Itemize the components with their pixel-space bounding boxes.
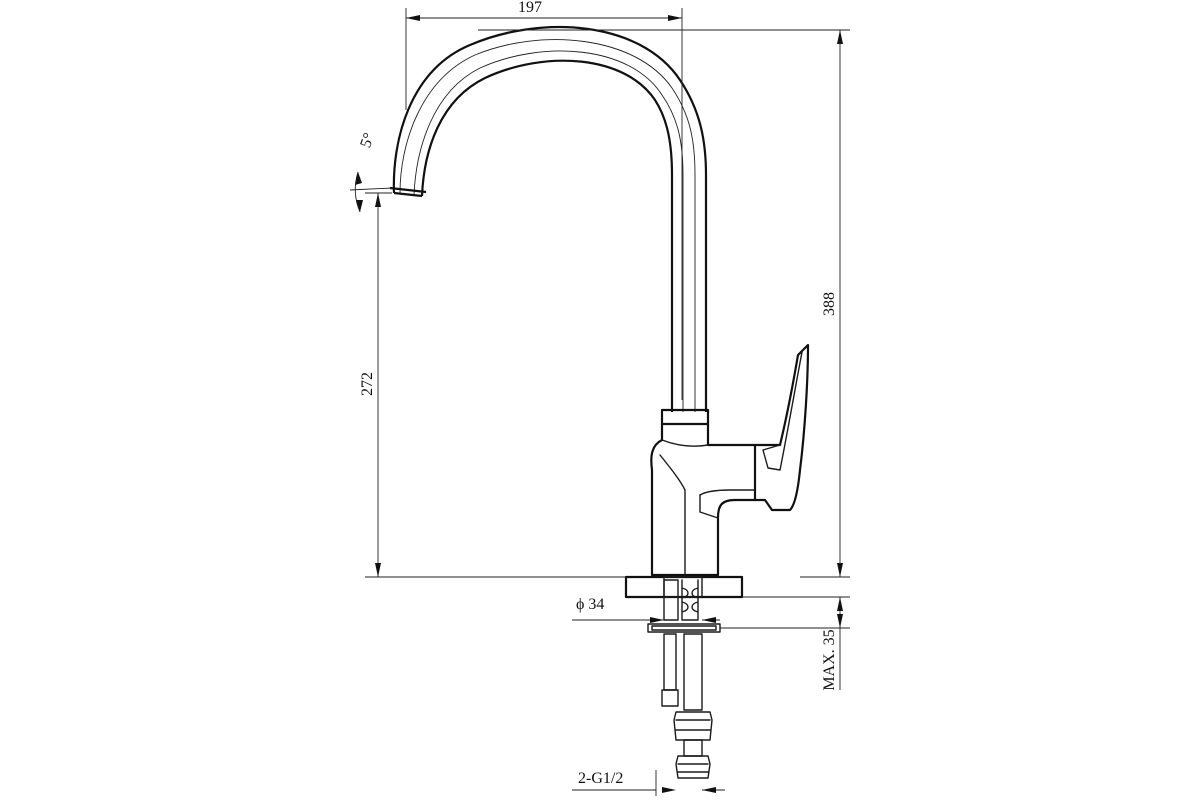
dim-label-max-thickness: MAX. 35: [821, 629, 838, 690]
spout-outer-curve: [392, 25, 708, 412]
spout-inner-curve: [420, 59, 674, 412]
fixing-washer-inner: [651, 625, 717, 631]
dim-label-spout-height: 272: [359, 372, 376, 396]
hose-left-fitting: [661, 689, 679, 707]
dim-arc-5deg: [354, 171, 361, 213]
spout-midline-2: [413, 50, 684, 412]
body-inner-contour: [659, 439, 756, 576]
dim-label-hose-connection: 2-G1/2: [578, 770, 623, 787]
body-detail: [699, 494, 719, 519]
nut-lower: [675, 755, 711, 779]
dim-label-spout-angle: 5°: [357, 131, 378, 150]
dim-label-reach: 197: [518, 0, 542, 16]
nut-upper: [673, 711, 713, 741]
dimension-lines: [349, 8, 850, 796]
hose-neck: [683, 739, 703, 757]
faucet-outline: [389, 25, 810, 779]
hose-left: [663, 633, 677, 691]
lever-handle: [755, 343, 810, 512]
threaded-stud: [663, 579, 679, 621]
dim-label-total-height: 388: [821, 292, 838, 316]
dim-label-base-diameter: ϕ 34: [576, 596, 604, 613]
spout-midline-1: [399, 39, 696, 412]
hose-right: [683, 633, 703, 711]
hose-connector-upper: [681, 579, 699, 621]
base-plate: [624, 575, 744, 599]
spout-collar: [660, 408, 710, 426]
lever-inner: [762, 351, 803, 471]
spout-tip: [389, 186, 427, 198]
body-outline: [650, 424, 757, 577]
fixing-washer: [647, 623, 721, 633]
